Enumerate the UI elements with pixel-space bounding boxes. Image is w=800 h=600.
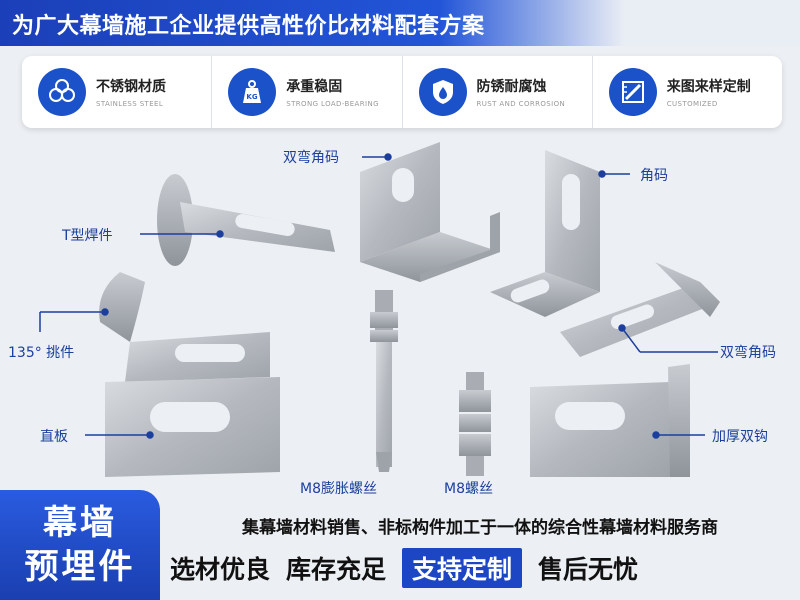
thick-double-hook bbox=[530, 364, 690, 477]
label-thick-hook: 加厚双钩 bbox=[712, 429, 768, 445]
category-line-1: 幕墙 bbox=[43, 503, 117, 543]
product-stage: 双弯角码 角码 T型焊件 135° 挑件 双弯角码 直板 加厚双钩 M8膨胀螺丝… bbox=[0, 132, 800, 512]
feature-stainless: 不锈钢材质 STAINLESS STEEL bbox=[22, 56, 213, 128]
label-cantilever-135: 135° 挑件 bbox=[8, 345, 75, 361]
feature-custom: 来图来样定制 CUSTOMIZED bbox=[593, 56, 782, 128]
feature-rust: 防锈耐腐蚀 RUST AND CORROSION bbox=[403, 56, 593, 128]
slogan-aftersales: 售后无忧 bbox=[538, 555, 639, 584]
double-bend-bracket-2 bbox=[560, 262, 720, 357]
m8-expansion-bolt bbox=[370, 290, 398, 472]
slogan-custom: 支持定制 bbox=[402, 548, 523, 588]
t-weld-part bbox=[157, 174, 335, 266]
page-title: 为广大幕墙施工企业提供高性价比材料配套方案 bbox=[12, 14, 485, 39]
steel-pipes-icon bbox=[38, 68, 86, 116]
svg-text:KG: KG bbox=[247, 93, 258, 101]
m8-bolt bbox=[459, 372, 491, 476]
label-corner-code: 角码 bbox=[640, 168, 668, 184]
feature-subtitle: CUSTOMIZED bbox=[666, 100, 718, 108]
slogan-stock: 库存充足 bbox=[286, 555, 387, 584]
label-m8-expansion: M8膨胀螺丝 bbox=[300, 481, 377, 497]
cantilever-135-part bbox=[99, 272, 270, 382]
feature-bar: 不锈钢材质 STAINLESS STEEL KG 承重稳固 STRONG LOA… bbox=[22, 56, 782, 128]
feature-load: KG 承重稳固 STRONG LOAD-BEARING bbox=[212, 56, 403, 128]
shield-drop-icon bbox=[418, 68, 467, 116]
slogan-row: 选材优良 库存充足 支持定制 售后无忧 bbox=[170, 546, 800, 590]
feature-title: 来图来样定制 bbox=[666, 79, 751, 95]
ruler-pencil-icon bbox=[608, 68, 657, 116]
top-banner: 为广大幕墙施工企业提供高性价比材料配套方案 bbox=[0, 0, 800, 46]
feature-title: 承重稳固 bbox=[286, 79, 343, 95]
feature-title: 防锈耐腐蚀 bbox=[476, 79, 547, 95]
leader-lines bbox=[39, 153, 718, 439]
product-illustrations bbox=[39, 142, 720, 477]
category-badge: 幕墙 预埋件 bbox=[0, 490, 160, 600]
label-double-bend-2: 双弯角码 bbox=[720, 345, 776, 361]
feature-subtitle: STAINLESS STEEL bbox=[96, 100, 164, 108]
label-flat-plate: 直板 bbox=[40, 429, 68, 445]
company-tagline: 集幕墙材料销售、非标构件加工于一体的综合性幕墙材料服务商 bbox=[242, 517, 718, 538]
label-double-bend-1: 双弯角码 bbox=[283, 150, 339, 166]
label-m8-bolt: M8螺丝 bbox=[444, 481, 493, 497]
double-bend-bracket-1 bbox=[360, 142, 500, 282]
corner-bracket bbox=[490, 150, 600, 317]
label-t-weld: T型焊件 bbox=[62, 228, 113, 244]
category-line-2: 预埋件 bbox=[24, 547, 136, 587]
slogan-quality: 选材优良 bbox=[170, 555, 271, 584]
feature-title: 不锈钢材质 bbox=[96, 79, 166, 95]
feature-subtitle: RUST AND CORROSION bbox=[476, 100, 566, 108]
flat-plate bbox=[105, 377, 280, 477]
feature-subtitle: STRONG LOAD-BEARING bbox=[286, 100, 379, 108]
bottom-section: 幕墙 预埋件 集幕墙材料销售、非标构件加工于一体的综合性幕墙材料服务商 选材优良… bbox=[0, 490, 800, 600]
kg-weight-icon: KG bbox=[228, 68, 277, 116]
